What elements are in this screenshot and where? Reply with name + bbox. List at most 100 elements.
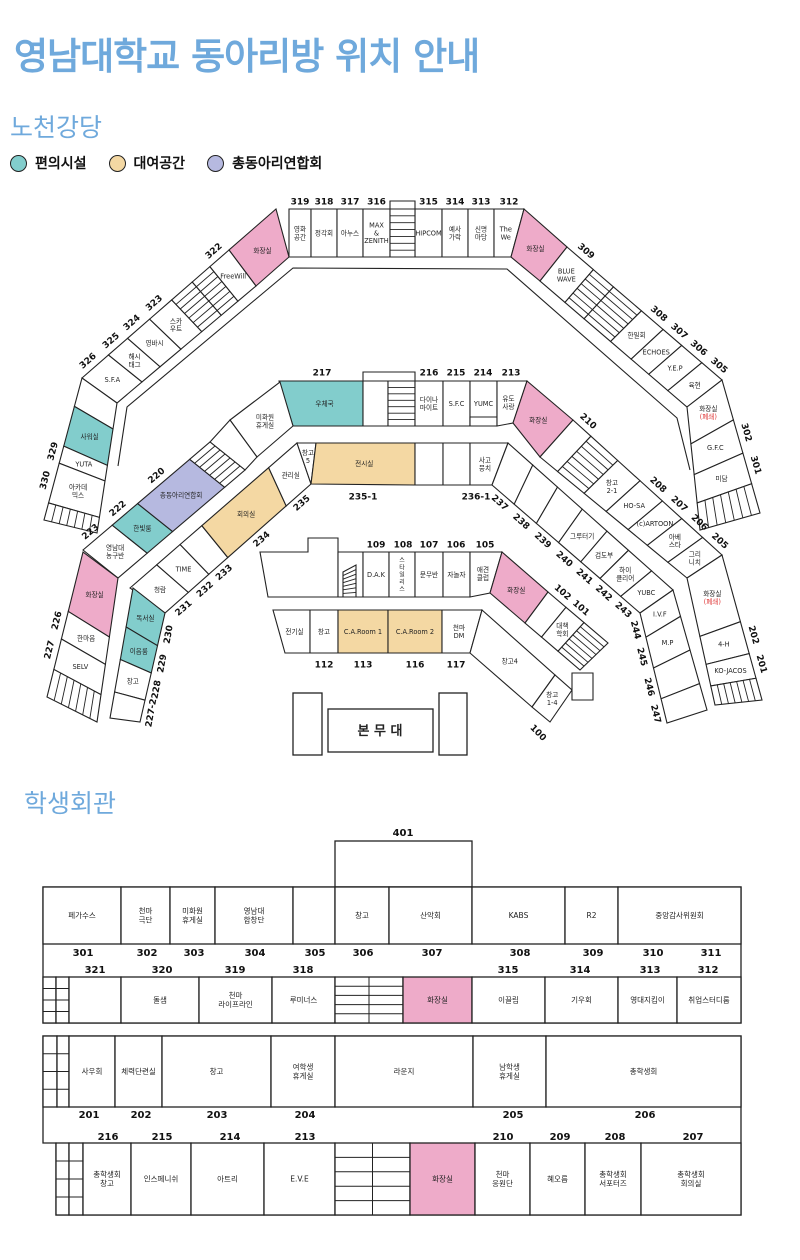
hall-room[interactable]: 취업스터디룸 [676, 976, 742, 1024]
room-113[interactable]: C.A.Room 1 [337, 609, 389, 654]
room-235-1[interactable]: 전시실 [310, 442, 416, 486]
room-number: 228 [151, 680, 164, 700]
room-label: 페가수스 [68, 910, 96, 920]
hall-room[interactable]: 총학생회 [545, 1035, 742, 1108]
room-number: 319 [291, 198, 310, 208]
hall-room[interactable]: 인스페니쉬 [130, 1142, 192, 1216]
hall-room[interactable]: 돌샘 [120, 976, 200, 1024]
room-number: 309 [583, 948, 604, 959]
room-112[interactable]: 창고 [309, 609, 339, 654]
room-317[interactable]: 아누스 [336, 208, 364, 258]
room-elec[interactable]: 전기실 [272, 609, 311, 654]
room-label: 하이 [619, 565, 631, 574]
room-label: 화장실 [699, 404, 717, 413]
stair-step [75, 683, 82, 712]
room-label: 산악회 [420, 910, 441, 920]
stair-step [571, 456, 599, 480]
hall-room[interactable]: 혜오름 [529, 1142, 586, 1216]
room-label: & [374, 229, 379, 237]
hall-room[interactable]: 라운지 [334, 1035, 474, 1108]
room-label: 천마 [453, 623, 465, 632]
stair-step [200, 276, 219, 292]
room-number: 246 [641, 677, 655, 698]
room-label: KO-JACOS [714, 667, 746, 675]
hall-room[interactable]: E.V.E [263, 1142, 336, 1216]
hall-room[interactable]: 화장실 [402, 976, 473, 1024]
hall-room[interactable]: 페가수스 [42, 886, 122, 945]
room-number: 214 [474, 369, 493, 379]
room-label: 한마음 [77, 633, 95, 642]
room-316[interactable]: MAX&ZENITH [362, 208, 391, 258]
hall-room[interactable]: 영대지킴이 [617, 976, 678, 1024]
room-106[interactable]: 자놀자 [442, 551, 471, 598]
hall-room[interactable]: KABS [471, 886, 566, 945]
legend-label: 대여공간 [133, 156, 186, 172]
room-number: 217 [313, 369, 332, 379]
room-label: 총학생회 [599, 1169, 627, 1179]
room-401[interactable] [334, 840, 473, 888]
hall-room[interactable]: 체력단련실 [114, 1035, 163, 1108]
room-247[interactable] [660, 682, 708, 724]
hall-room[interactable]: 창고 [161, 1035, 272, 1108]
room-109[interactable]: D.A.K [362, 551, 390, 598]
room-227-2[interactable] [109, 691, 146, 723]
room-315[interactable]: HIPCOM [414, 208, 443, 258]
room-label: 창고 [302, 449, 314, 457]
room-number: 202 [746, 625, 761, 646]
room-318[interactable]: 정각회 [310, 208, 338, 258]
hall-room[interactable]: 기우회 [544, 976, 619, 1024]
hall-room[interactable]: 사우회 [68, 1035, 116, 1108]
stair-step [716, 684, 723, 705]
room-label: 창고 [318, 628, 330, 636]
room-116[interactable]: C.A.Room 2 [387, 609, 443, 654]
room-215[interactable]: S.F.C [442, 380, 471, 427]
room-322[interactable]: FreeWill [209, 249, 257, 302]
room-label: Y.E.P [667, 365, 683, 373]
room-number: 313 [640, 965, 661, 976]
empty-room [414, 442, 444, 486]
stairs [188, 441, 246, 488]
stairs [696, 483, 761, 531]
stair-step [342, 573, 357, 580]
room-number: 313 [472, 198, 491, 208]
hall-room[interactable]: 산악회 [388, 886, 473, 945]
room-label: 여학생 [293, 1062, 314, 1072]
room-label: ECHOES [643, 348, 670, 356]
main-stage[interactable]: 본 무 대 [327, 708, 434, 753]
stair-step [566, 461, 594, 485]
hall-room[interactable]: 이끌림 [471, 976, 546, 1024]
stair-step [175, 286, 197, 305]
hall-room[interactable]: 중앙감사위원회 [617, 886, 742, 945]
stair-step [576, 450, 604, 475]
room-label: 전기실 [285, 627, 303, 636]
stair-step [197, 310, 218, 328]
room-label: 돌샘 [153, 996, 167, 1005]
hall-room[interactable]: R2 [564, 886, 619, 945]
hall-room[interactable]: 화장실 [409, 1142, 476, 1216]
room-label: S.F.A [105, 376, 121, 384]
room-label: 영남대 [106, 543, 124, 552]
hall-room[interactable]: 루미너스 [271, 976, 336, 1024]
room-107[interactable]: 문무반 [414, 551, 444, 598]
room-217[interactable]: 우체국 [278, 380, 364, 427]
hall-room[interactable]: 창고 [334, 886, 390, 945]
hall-room[interactable]: 아트리 [190, 1142, 265, 1216]
room-label: 총학생회 [677, 1169, 705, 1179]
